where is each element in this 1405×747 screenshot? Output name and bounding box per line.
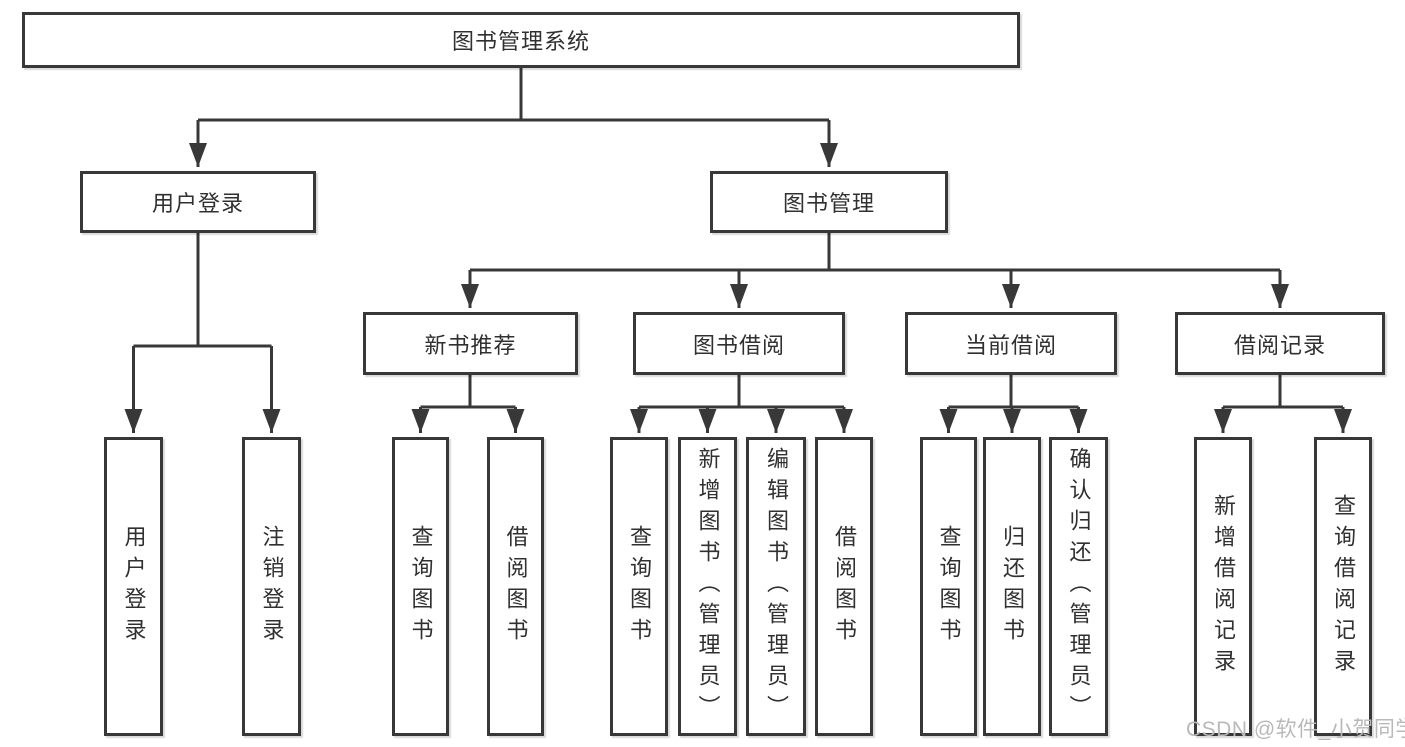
- leaf-logout: 注销登录: [242, 437, 301, 736]
- node-label: 图书借阅: [692, 332, 785, 358]
- node-borrow-records: 借阅记录: [1175, 312, 1385, 375]
- node-current-borrow: 当前借阅: [905, 312, 1117, 375]
- leaf-query-books-borrow: 查询图书: [610, 437, 668, 736]
- leaf-return-books: 归还图书: [983, 437, 1041, 736]
- node-label: 新书推荐: [424, 332, 517, 358]
- node-label: 图书管理: [782, 191, 875, 216]
- node-label: 确认归还（管理员）: [1066, 447, 1092, 726]
- node-book-management: 图书管理: [710, 171, 948, 233]
- leaf-user-login: 用户登录: [104, 437, 163, 736]
- leaf-query-books-current: 查询图书: [920, 437, 977, 736]
- node-label: 查询图书: [627, 524, 652, 649]
- node-book-borrow: 图书借阅: [633, 312, 845, 375]
- leaf-query-books-recommend: 查询图书: [392, 437, 449, 736]
- node-label: 查询借阅记录: [1331, 493, 1356, 680]
- leaf-edit-books-admin: 编辑图书（管理员）: [746, 437, 806, 736]
- csdn-watermark: CSDN @软件_小贺同学: [1186, 718, 1405, 741]
- node-new-book-recommend: 新书推荐: [363, 312, 578, 375]
- node-label: 查询图书: [936, 524, 962, 649]
- node-label: 新增图书（管理员）: [695, 447, 721, 726]
- leaf-query-borrow-record: 查询借阅记录: [1314, 437, 1372, 736]
- leaf-add-borrow-record: 新增借阅记录: [1194, 437, 1252, 736]
- leaf-add-books-admin: 新增图书（管理员）: [678, 437, 737, 736]
- node-label: 用户登录: [121, 524, 147, 649]
- node-label: 图书管理系统: [451, 29, 590, 54]
- node-label: 注销登录: [259, 524, 285, 649]
- node-label: 借阅记录: [1233, 332, 1326, 358]
- leaf-borrow-books-recommend: 借阅图书: [487, 437, 544, 736]
- node-label: 编辑图书（管理员）: [764, 447, 789, 726]
- node-label: 查询图书: [408, 524, 434, 649]
- node-label: 借阅图书: [832, 524, 857, 649]
- node-label: 借阅图书: [503, 524, 529, 649]
- node-label: 当前借阅: [964, 332, 1057, 358]
- node-library-management-system: 图书管理系统: [22, 12, 1020, 68]
- leaf-borrow-books: 借阅图书: [815, 437, 873, 736]
- node-label: 归还图书: [1000, 524, 1025, 649]
- node-user-login: 用户登录: [80, 171, 316, 233]
- node-label: 用户登录: [151, 191, 244, 216]
- leaf-confirm-return-admin: 确认归还（管理员）: [1049, 437, 1108, 736]
- node-label: 新增借阅记录: [1211, 493, 1236, 680]
